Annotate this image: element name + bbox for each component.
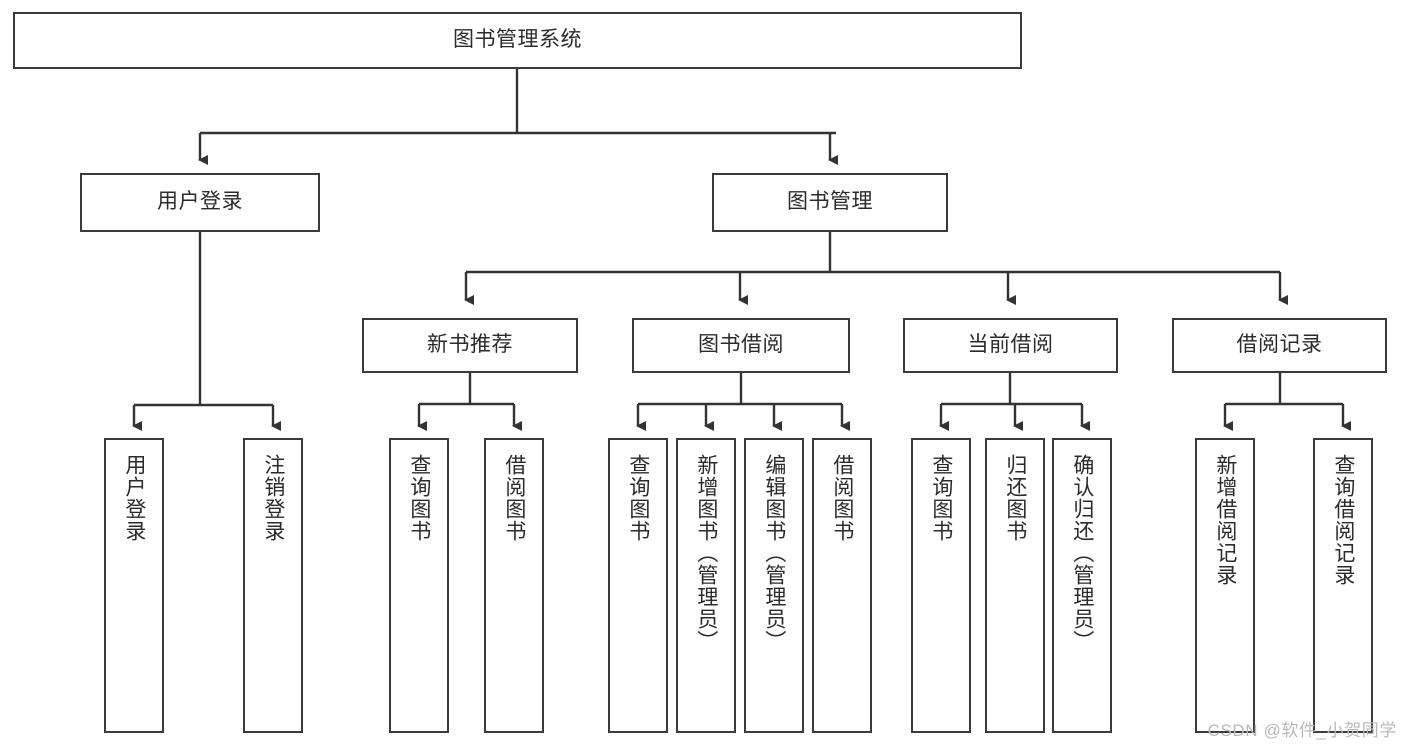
node-label: 借阅记录 xyxy=(1236,333,1323,357)
node-label: 新增图书（管理员） xyxy=(694,454,718,652)
node-label: 图书借阅 xyxy=(698,333,784,357)
leaf-edit-book-admin[interactable]: 编辑图书（管理员） xyxy=(744,438,804,733)
leaf-return-book[interactable]: 归还图书 xyxy=(985,438,1045,733)
node-label: 用户登录 xyxy=(122,454,146,542)
node-label: 查询图书 xyxy=(407,454,431,542)
node-label: 确认归还（管理员） xyxy=(1070,454,1094,652)
leaf-query-borrow-record[interactable]: 查询借阅记录 xyxy=(1313,438,1373,733)
leaf-user-login[interactable]: 用户登录 xyxy=(104,438,164,733)
leaf-query-book-recommend[interactable]: 查询图书 xyxy=(389,438,449,733)
node-label: 编辑图书（管理员） xyxy=(762,454,786,652)
node-label: 新书推荐 xyxy=(427,333,513,357)
node-label: 查询借阅记录 xyxy=(1331,454,1355,586)
node-label: 借阅图书 xyxy=(830,454,854,542)
node-root[interactable]: 图书管理系统 xyxy=(13,12,1022,69)
node-label: 查询图书 xyxy=(929,454,953,542)
node-label: 新增借阅记录 xyxy=(1213,454,1237,586)
node-user-login[interactable]: 用户登录 xyxy=(80,173,320,232)
leaf-borrow-book-recommend[interactable]: 借阅图书 xyxy=(484,438,544,733)
node-current-borrow[interactable]: 当前借阅 xyxy=(903,318,1118,373)
leaf-query-book-current[interactable]: 查询图书 xyxy=(911,438,971,733)
node-label: 注销登录 xyxy=(261,454,285,542)
node-label: 图书管理 xyxy=(787,190,873,214)
node-label: 查询图书 xyxy=(626,454,650,542)
node-label: 借阅图书 xyxy=(502,454,526,542)
node-book-management[interactable]: 图书管理 xyxy=(712,173,948,232)
node-label: 归还图书 xyxy=(1003,454,1027,542)
leaf-query-book-borrow[interactable]: 查询图书 xyxy=(608,438,668,733)
node-label: 当前借阅 xyxy=(967,333,1054,357)
leaf-add-book-admin[interactable]: 新增图书（管理员） xyxy=(676,438,736,733)
node-borrow-record[interactable]: 借阅记录 xyxy=(1172,318,1387,373)
leaf-logout[interactable]: 注销登录 xyxy=(243,438,303,733)
node-label: 用户登录 xyxy=(157,190,243,214)
leaf-confirm-return-admin[interactable]: 确认归还（管理员） xyxy=(1052,438,1112,733)
leaf-add-borrow-record[interactable]: 新增借阅记录 xyxy=(1195,438,1255,733)
node-book-borrow[interactable]: 图书借阅 xyxy=(632,318,850,373)
node-new-book-recommend[interactable]: 新书推荐 xyxy=(362,318,578,373)
leaf-borrow-book[interactable]: 借阅图书 xyxy=(812,438,872,733)
node-label: 图书管理系统 xyxy=(453,28,582,52)
